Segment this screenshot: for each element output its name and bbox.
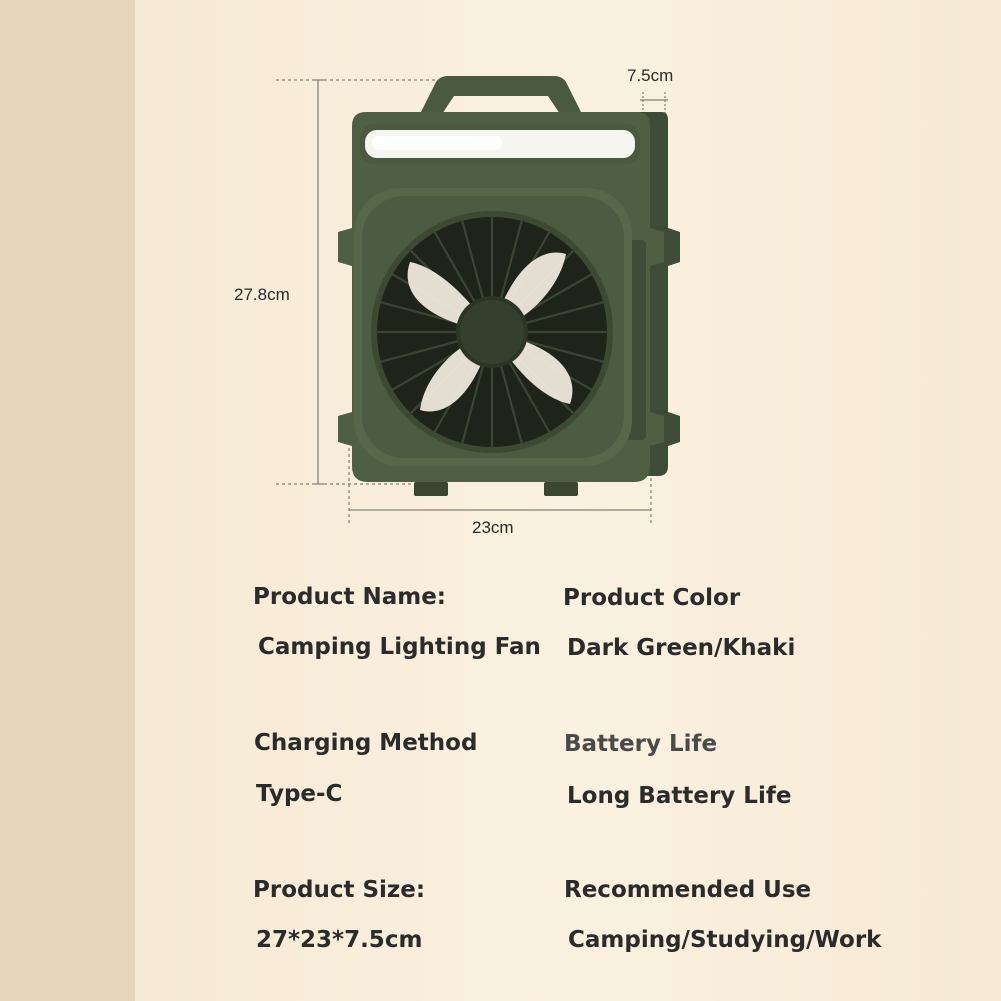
battery-life-value: Long Battery Life — [567, 783, 792, 809]
product-color-label: Product Color — [563, 585, 741, 611]
fan-handle — [420, 76, 582, 114]
product-name-label: Product Name: — [253, 584, 447, 610]
fan-foot-right — [544, 482, 578, 496]
battery-life-label: Battery Life — [564, 731, 718, 757]
depth-dimension-label: 7.5cm — [627, 66, 674, 85]
recommended-use-value: Camping/Studying/Work — [568, 927, 882, 953]
product-color-value: Dark Green/Khaki — [567, 635, 796, 661]
fan-foot-left — [414, 482, 448, 496]
width-dimension-label: 23cm — [472, 518, 514, 537]
product-size-value: 27*23*7.5cm — [256, 927, 423, 953]
product-size-label: Product Size: — [253, 877, 426, 903]
charging-method-label: Charging Method — [254, 730, 478, 756]
height-dimension-label: 27.8cm — [234, 285, 290, 304]
left-background-strip — [0, 0, 135, 1001]
charging-method-value: Type-C — [256, 781, 343, 807]
product-name-value: Camping Lighting Fan — [258, 634, 541, 660]
recommended-use-label: Recommended Use — [564, 877, 812, 903]
